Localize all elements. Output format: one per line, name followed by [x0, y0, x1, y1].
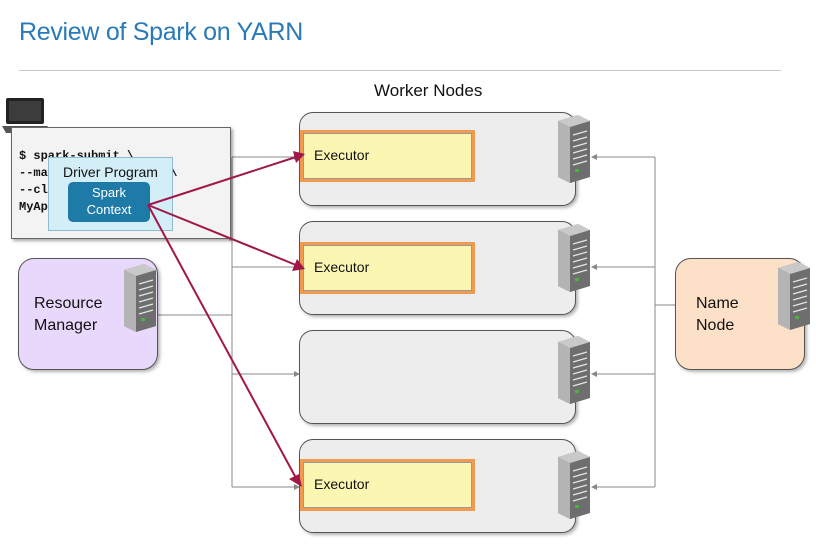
driver-program: Driver Program Spark Context	[48, 157, 173, 231]
executor-1-label: Executor	[314, 147, 370, 163]
executor-1: Executor	[300, 130, 475, 182]
resource-manager-label: Resource Manager	[34, 293, 102, 337]
executor-4-label: Executor	[314, 476, 370, 492]
resource-manager-line-2: Manager	[34, 317, 98, 334]
spark-context-line-1: Spark	[92, 185, 126, 200]
spark-context-line-2: Context	[86, 202, 132, 217]
spark-context: Spark Context	[68, 182, 150, 222]
title-divider	[19, 70, 781, 71]
page-title: Review of Spark on YARN	[19, 18, 303, 46]
name-node-label: Name Node	[696, 293, 739, 337]
worker-nodes-label: Worker Nodes	[374, 81, 483, 100]
executor-2-label: Executor	[314, 259, 370, 275]
executor-2: Executor	[300, 242, 475, 294]
name-node-line-2: Node	[696, 317, 735, 334]
name-node-line-1: Name	[696, 295, 739, 312]
worker-node-3	[299, 330, 576, 424]
driver-program-label: Driver Program	[63, 164, 158, 180]
resource-manager-line-1: Resource	[34, 295, 103, 312]
executor-4: Executor	[300, 459, 475, 511]
